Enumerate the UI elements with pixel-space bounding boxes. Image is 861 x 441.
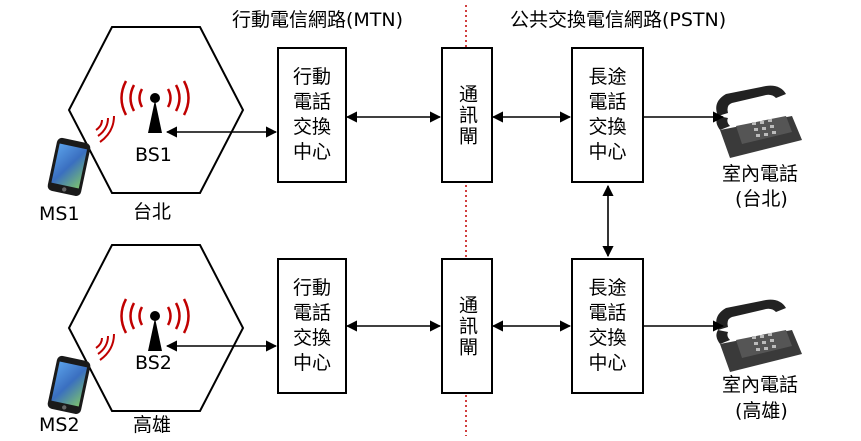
landline-label: 室內電話 — [722, 374, 799, 396]
toll-text: 交換 — [588, 327, 627, 349]
cell-hexagon-taipei — [67, 26, 245, 194]
toll-text: 電話 — [588, 91, 627, 113]
smartphone-icon — [47, 355, 91, 414]
landline-label: 室內電話 — [722, 163, 799, 185]
toll-text: 長途 — [588, 66, 627, 88]
landline-region-label: (台北) — [735, 188, 788, 210]
region-label: 台北 — [133, 201, 172, 223]
msc-text: 行動 — [292, 277, 331, 299]
mobile-station-label: MS1 — [39, 203, 80, 225]
toll-switching-center-box: 長途 電話 交換 中心 — [571, 47, 644, 183]
signal-waves-icon — [120, 298, 190, 334]
base-station-label: BS1 — [135, 144, 172, 166]
antenna-icon — [148, 311, 162, 351]
msc-text: 電話 — [292, 91, 331, 113]
region-label: 高雄 — [133, 414, 172, 436]
gateway-text: 通訊閘 — [456, 83, 478, 147]
toll-switching-center-box: 長途 電話 交換 中心 — [571, 258, 644, 394]
gateway-text: 通訊閘 — [456, 294, 478, 358]
pstn-label: 公共交換電信網路(PSTN) — [510, 9, 727, 31]
smartphone-icon — [47, 137, 91, 196]
signal-waves-icon — [120, 80, 190, 116]
gateway-box: 通訊閘 — [441, 258, 493, 394]
desk-phone-icon — [716, 299, 802, 372]
mtn-label: 行動電信網路(MTN) — [232, 9, 404, 31]
desk-phone-icon — [716, 85, 802, 158]
msc-text: 交換 — [292, 327, 331, 349]
msc-text: 電話 — [292, 302, 331, 324]
toll-text: 中心 — [588, 141, 627, 163]
msc-text: 行動 — [292, 66, 331, 88]
msc-text: 中心 — [292, 141, 331, 163]
toll-text: 長途 — [588, 277, 627, 299]
toll-text: 交換 — [588, 116, 627, 138]
toll-text: 中心 — [588, 352, 627, 374]
msc-text: 交換 — [292, 116, 331, 138]
toll-text: 電話 — [588, 302, 627, 324]
gateway-box: 通訊閘 — [441, 47, 493, 183]
mobile-switching-center-box: 行動 電話 交換 中心 — [277, 47, 347, 183]
msc-text: 中心 — [292, 352, 331, 374]
mobile-switching-center-box: 行動 電話 交換 中心 — [277, 258, 347, 394]
antenna-icon — [148, 93, 162, 133]
mobile-signal-icon — [95, 115, 115, 143]
mobile-station-label: MS2 — [39, 414, 80, 436]
cell-hexagon-kaohsiung — [67, 244, 245, 412]
landline-region-label: (高雄) — [735, 400, 788, 422]
mobile-signal-icon — [95, 333, 115, 361]
base-station-label: BS2 — [135, 352, 172, 374]
